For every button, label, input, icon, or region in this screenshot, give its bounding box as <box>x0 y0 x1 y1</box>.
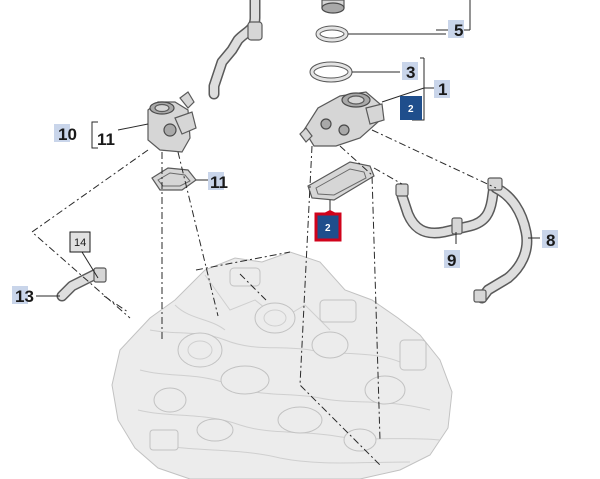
label-11-bracket: 11 <box>97 130 115 149</box>
label-5: 5 <box>448 20 464 40</box>
housing-1 <box>299 91 385 147</box>
label-3: 3 <box>402 62 418 82</box>
label-10: 10 <box>54 124 77 144</box>
hose-8 <box>473 177 533 304</box>
badge-2-blue: 2 <box>400 96 422 120</box>
svg-text:11: 11 <box>210 173 228 192</box>
svg-text:9: 9 <box>447 251 456 270</box>
label-9: 9 <box>444 250 460 270</box>
svg-text:2: 2 <box>325 223 331 234</box>
svg-text:2: 2 <box>408 104 414 115</box>
label-13: 13 <box>12 286 34 306</box>
svg-text:3: 3 <box>406 63 415 82</box>
svg-text:5: 5 <box>454 21 463 40</box>
svg-text:14: 14 <box>74 237 86 249</box>
dashed-leader-lines <box>31 129 497 466</box>
gasket-11 <box>151 167 197 191</box>
cap-5 <box>321 0 345 14</box>
svg-text:13: 13 <box>15 287 34 306</box>
svg-text:8: 8 <box>546 231 555 250</box>
svg-text:11: 11 <box>97 130 115 149</box>
hose-9 <box>395 180 500 239</box>
gasket-housing <box>307 161 375 201</box>
upper-coolant-pipe <box>208 0 263 100</box>
svg-text:10: 10 <box>58 125 77 144</box>
o-ring-small <box>315 25 349 43</box>
label-1: 1 <box>434 80 450 99</box>
valve-housing-left <box>147 91 197 153</box>
engine-block-illustration <box>111 251 453 479</box>
hose-13 <box>56 267 107 302</box>
label-11-gasket: 11 <box>208 172 228 192</box>
label-14: 14 <box>69 231 91 253</box>
badge-2-red: 2 <box>314 210 342 242</box>
svg-text:1: 1 <box>438 80 447 99</box>
o-ring-3 <box>309 61 353 83</box>
label-8: 8 <box>542 230 558 250</box>
